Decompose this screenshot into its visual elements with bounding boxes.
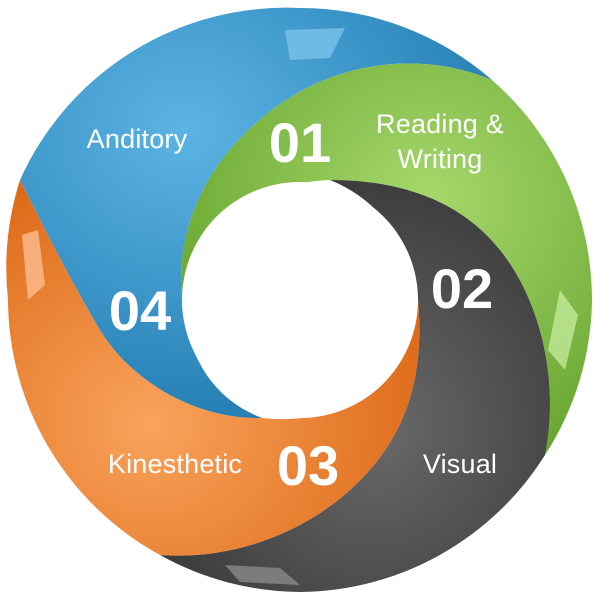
number-04: 04 bbox=[109, 279, 171, 342]
label-kinesthetic: Kinesthetic bbox=[108, 449, 242, 479]
segment-shape-orange bbox=[6, 180, 420, 556]
number-01: 01 bbox=[269, 111, 331, 174]
number-02: 02 bbox=[431, 257, 493, 320]
label-reading-writing-line2: Writing bbox=[398, 144, 483, 174]
center-hole bbox=[182, 182, 418, 418]
segment-shape-blue bbox=[20, 7, 492, 419]
label-anditory: Anditory bbox=[87, 124, 188, 154]
label-visual: Visual bbox=[423, 449, 497, 479]
segment-arrow-gray bbox=[225, 565, 300, 585]
number-03: 03 bbox=[277, 434, 339, 497]
label-reading-writing-line1: Reading & bbox=[376, 109, 504, 139]
segment-shape-green bbox=[180, 63, 593, 455]
segment-shape-gray bbox=[160, 180, 550, 592]
segment-arrow-blue bbox=[285, 28, 345, 60]
segment-arrow-green bbox=[548, 290, 578, 370]
segment-arrow-orange bbox=[22, 230, 45, 300]
